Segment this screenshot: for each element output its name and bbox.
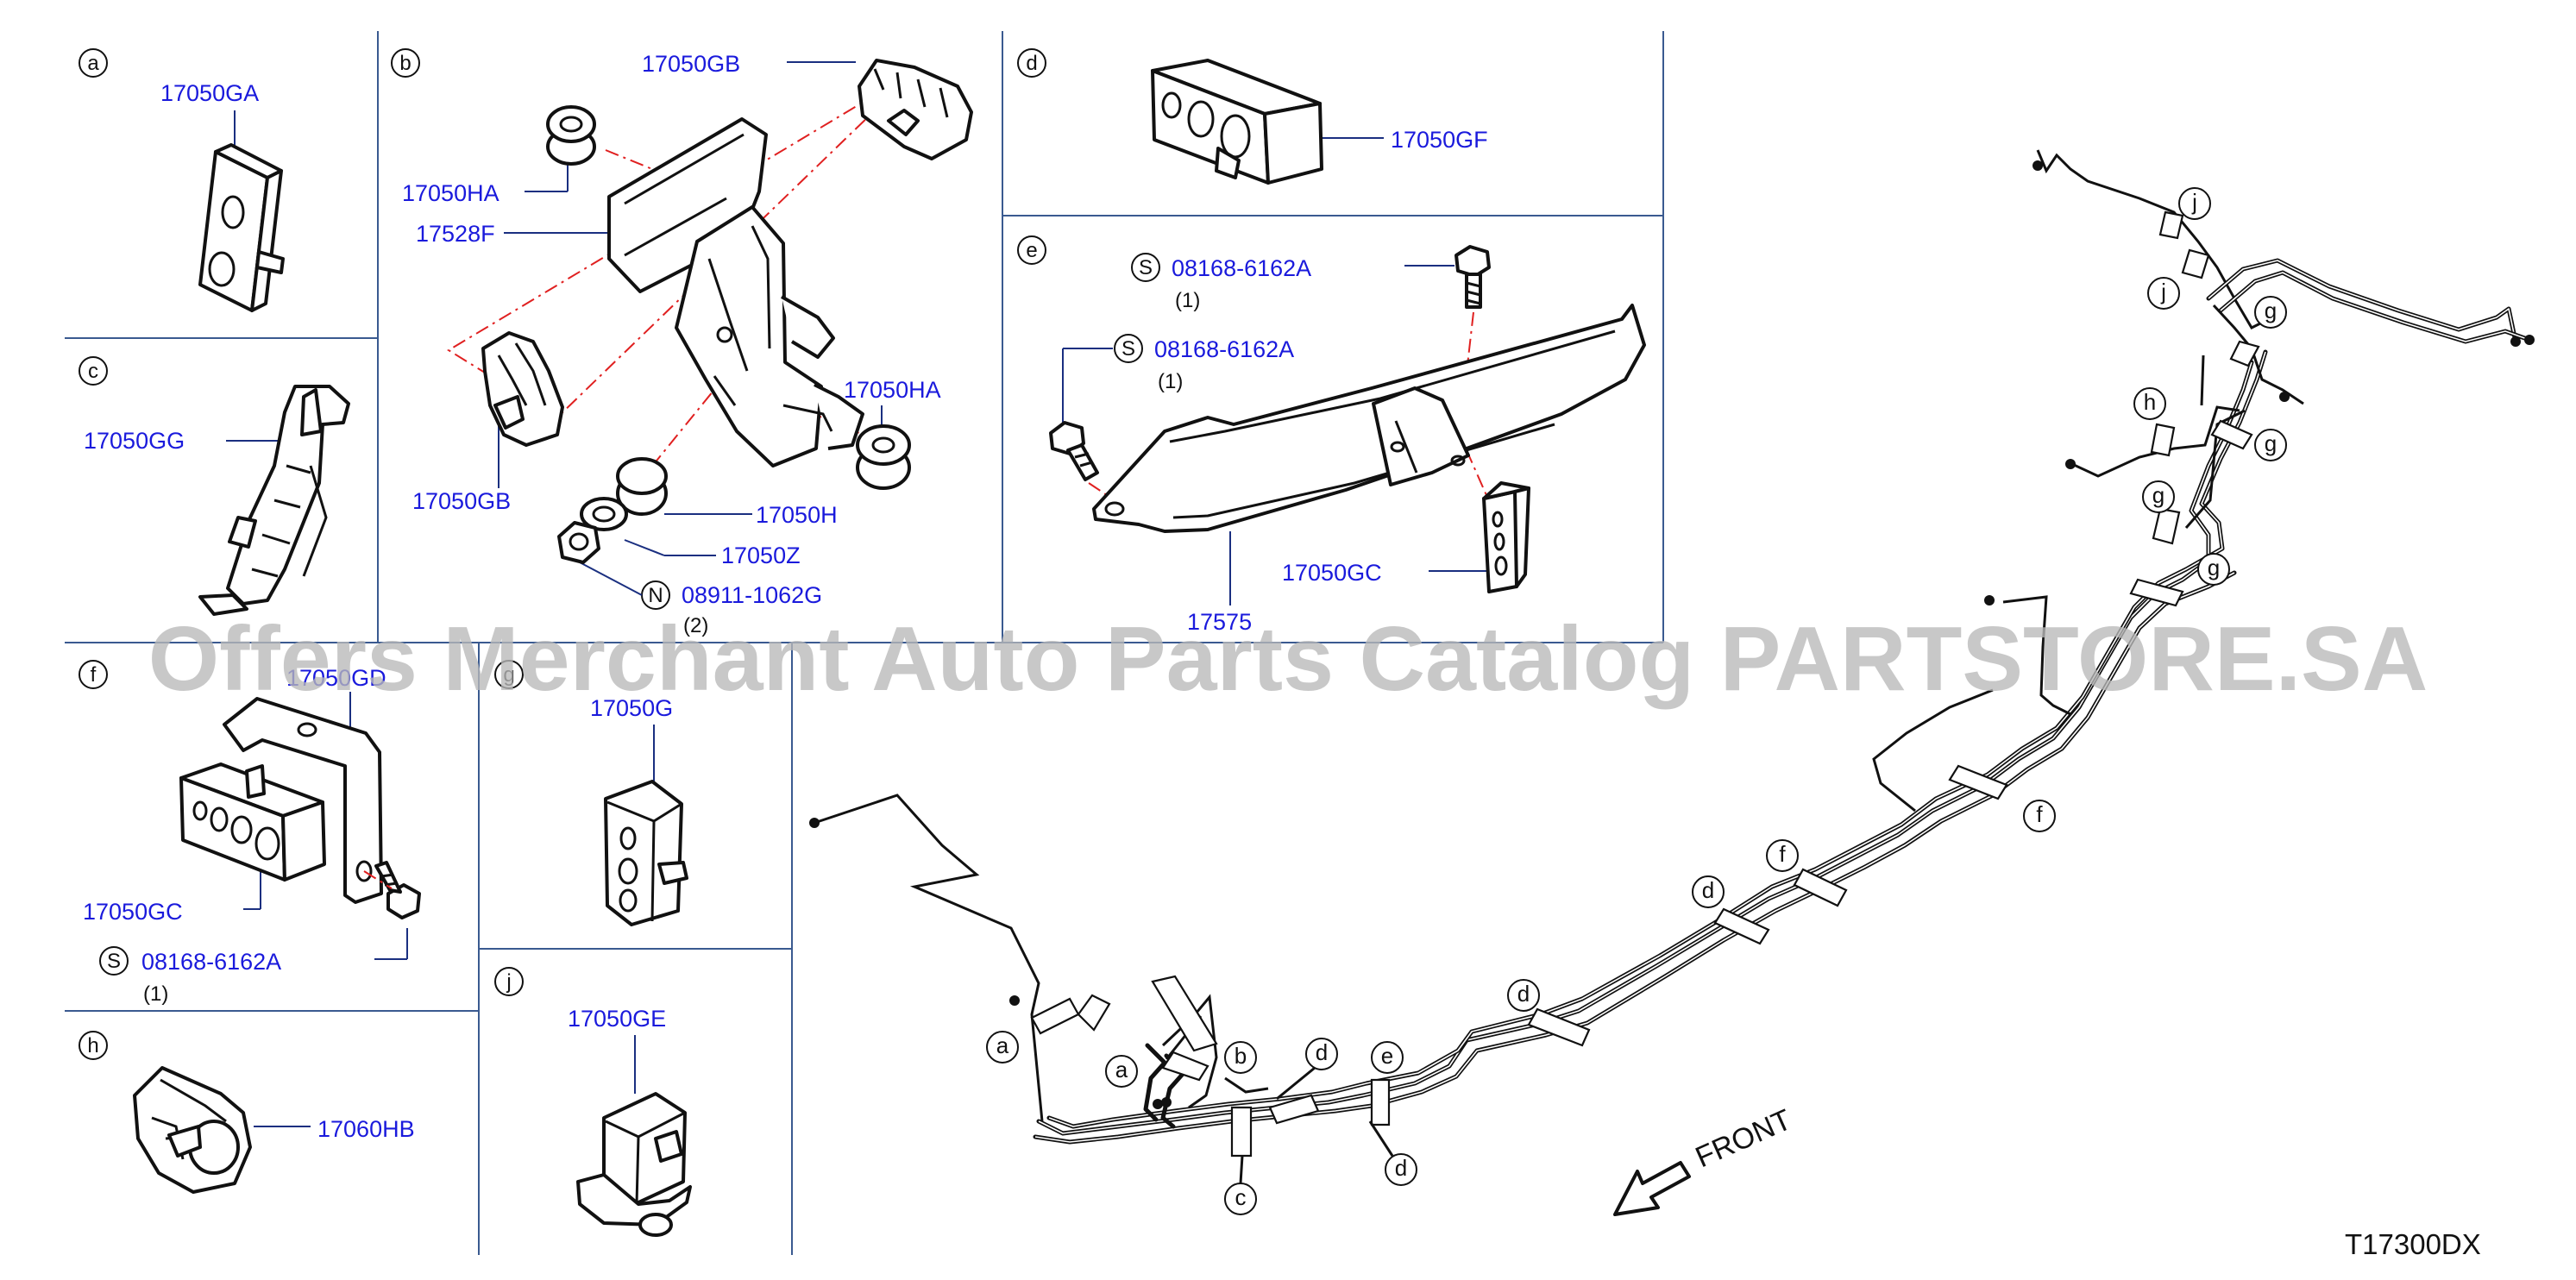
section-c-letter: c: [88, 360, 98, 383]
front-indicator: FRONT: [1613, 1103, 1796, 1216]
part-17050gb-bottom-label[interactable]: 17050GB: [412, 488, 511, 514]
routing-letter-g-4: g: [2208, 555, 2220, 580]
section-j: j 17050GE: [494, 967, 692, 1237]
routing-callouts: j j g g h g g f f d d d e: [986, 187, 2287, 1215]
fuel-line-routing: j j g g h g g f f d d d e: [809, 149, 2535, 1215]
part-17050gc-f-label[interactable]: 17050GC: [83, 899, 183, 925]
bracket-17528f: [607, 117, 864, 467]
section-e: e S 08168-6162A (1) S 08168-6162A (1) 17…: [1017, 235, 1646, 635]
part-08911-1062g-label[interactable]: 08911-1062G: [682, 582, 822, 608]
clip-17050ga: [198, 143, 285, 312]
part-08168-f-qty: (1): [143, 982, 168, 1006]
part-17050gb-top-label[interactable]: 17050GB: [642, 51, 740, 77]
section-grid: [65, 31, 1664, 1255]
grommet-17050ha-top: [546, 105, 596, 166]
section-g: g 17050G: [494, 660, 688, 926]
part-08168-6162a-upper-label[interactable]: 08168-6162A: [1172, 255, 1311, 281]
clip-17050gc-f: [179, 762, 326, 882]
section-a: a 17050GA: [79, 48, 285, 312]
part-08168-6162a-f-label[interactable]: 08168-6162A: [141, 949, 281, 975]
section-g-letter: g: [503, 663, 514, 687]
bolt-08168-lower: [1049, 421, 1099, 481]
routing-letter-d-4: d: [1395, 1155, 1407, 1181]
part-17050ge-label[interactable]: 17050GE: [568, 1006, 666, 1032]
grommet-17050ha-right: [856, 424, 911, 490]
part-17050ha-right-label[interactable]: 17050HA: [844, 377, 941, 403]
watermark: Offers Merchant Auto Parts Catalog PARTS…: [148, 608, 2428, 710]
routing-letter-h: h: [2144, 389, 2156, 415]
section-f: f 17050GD 17050GC S 08168-6162A (1): [79, 660, 421, 1006]
prefix-n-marker: N: [648, 584, 663, 607]
part-17060hb-label[interactable]: 17060HB: [317, 1116, 415, 1142]
part-17050g-label[interactable]: 17050G: [590, 695, 673, 721]
routing-letter-e: e: [1381, 1043, 1393, 1069]
routing-letter-a-1: a: [996, 1032, 1009, 1058]
section-c: c 17050GG: [79, 356, 350, 616]
routing-letter-c: c: [1235, 1184, 1247, 1210]
clip-17050gc-e: [1482, 481, 1530, 593]
bolt-08168-f: [374, 861, 421, 919]
prefix-s-marker-3: S: [107, 950, 121, 973]
clip-17050gf: [1151, 59, 1323, 185]
washer-17050z: [580, 497, 628, 531]
part-08168-lower-qty: (1): [1158, 370, 1183, 393]
section-a-letter: a: [87, 52, 99, 75]
part-08911-qty: (2): [683, 614, 708, 637]
section-h: h 17060HB: [79, 1031, 415, 1194]
clip-17050gb-top: [858, 59, 973, 160]
tube-clips: [1030, 210, 2260, 1158]
routing-letter-g-3: g: [2152, 482, 2164, 508]
part-17050z-label[interactable]: 17050Z: [721, 543, 801, 568]
tube-end-dots: [809, 160, 2535, 1109]
part-17050gd-label[interactable]: 17050GD: [286, 665, 386, 691]
part-17575-label[interactable]: 17575: [1187, 609, 1252, 635]
part-08168-6162a-lower-label[interactable]: 08168-6162A: [1154, 336, 1294, 362]
routing-letter-b: b: [1235, 1043, 1247, 1069]
part-08168-upper-qty: (1): [1175, 289, 1200, 312]
section-f-letter: f: [91, 663, 97, 687]
clip-17060hb: [133, 1066, 252, 1194]
bracket-17575: [1092, 304, 1646, 533]
front-label: FRONT: [1691, 1103, 1796, 1174]
section-j-letter: j: [506, 970, 511, 994]
section-b-letter: b: [399, 52, 411, 75]
prefix-s-marker-1: S: [1139, 256, 1153, 279]
part-17050gc-e-label[interactable]: 17050GC: [1282, 560, 1382, 586]
clip-17050ge: [576, 1092, 692, 1237]
routing-letter-g-2: g: [2265, 430, 2277, 456]
section-d-letter: d: [1026, 52, 1037, 75]
routing-letter-f-1: f: [2036, 801, 2043, 827]
section-a-marker: [79, 48, 108, 78]
part-17050gg-label[interactable]: 17050GG: [84, 428, 185, 454]
section-e-letter: e: [1026, 239, 1037, 262]
clip-17050gb-bottom: [481, 331, 564, 447]
bracket-17050gd: [223, 697, 383, 904]
prefix-s-marker-2: S: [1122, 337, 1135, 361]
clip-17050gg: [198, 385, 350, 616]
routing-letter-g-1: g: [2265, 298, 2277, 323]
part-17050h-label[interactable]: 17050H: [756, 502, 838, 528]
bolt-08168-upper: [1454, 245, 1491, 309]
routing-letter-d-1: d: [1702, 877, 1714, 903]
clip-17050g: [604, 780, 688, 926]
cushion-17050h: [616, 457, 668, 516]
routing-letter-j-1: j: [2191, 189, 2197, 215]
part-17050ga-label[interactable]: 17050GA: [160, 80, 259, 106]
diagram-code: T17300DX: [2345, 1228, 2481, 1260]
section-b: b 17050GB 17050HA 17528F 17050HA 17050GB…: [391, 48, 973, 637]
part-17528f-label[interactable]: 17528F: [416, 221, 495, 247]
part-17050ha-left-label[interactable]: 17050HA: [402, 180, 499, 206]
nut-08911-1062g: [557, 521, 600, 564]
routing-letter-j-2: j: [2160, 279, 2166, 304]
routing-letter-d-2: d: [1517, 981, 1530, 1007]
part-17050gf-label[interactable]: 17050GF: [1391, 127, 1488, 153]
routing-letter-a-2: a: [1115, 1057, 1128, 1082]
section-d: d 17050GF: [1017, 48, 1488, 185]
routing-letter-f-2: f: [1779, 841, 1786, 867]
section-h-letter: h: [87, 1034, 98, 1057]
routing-letter-d-3: d: [1316, 1039, 1328, 1065]
